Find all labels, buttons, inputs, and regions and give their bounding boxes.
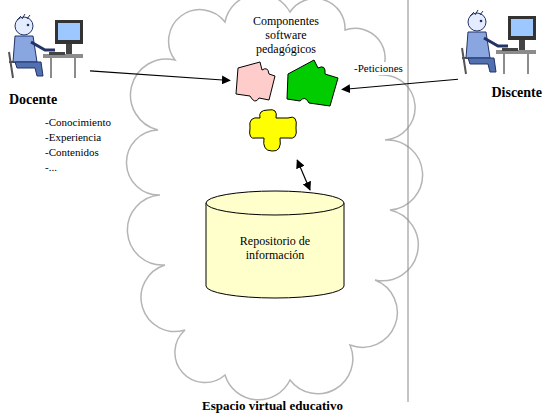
repository-cylinder: Repositorio de información xyxy=(205,190,345,300)
node-label: Docente xyxy=(5,92,61,110)
connector-arrow xyxy=(342,79,458,89)
list-item: -Conocimiento xyxy=(45,116,111,129)
drawing-part xyxy=(468,58,496,72)
person-at-computer xyxy=(5,12,85,82)
drawing-part xyxy=(55,20,83,44)
divider-line xyxy=(408,0,409,402)
drawing-part xyxy=(13,36,37,62)
student-figure: Discente xyxy=(458,8,546,103)
caption: Espacio virtual educativo xyxy=(150,398,395,414)
drawing-part xyxy=(58,23,80,40)
drawing-part xyxy=(236,62,275,101)
list-item: -Experiencia xyxy=(45,131,101,144)
drawing-part xyxy=(511,19,533,36)
drawing-part xyxy=(466,32,490,58)
drawing-part xyxy=(51,58,75,78)
drawing-part xyxy=(15,62,43,76)
drawing-part xyxy=(31,42,55,50)
drawing-part xyxy=(206,203,344,298)
drawing-part xyxy=(484,38,508,46)
drawing-part xyxy=(66,44,72,54)
node-label: Componentes software pedagógicos xyxy=(238,14,334,56)
person-at-computer xyxy=(458,8,538,78)
drawing-part xyxy=(17,14,30,20)
drawing-part xyxy=(470,10,483,16)
drawing-part xyxy=(508,16,536,40)
drawing-part xyxy=(519,40,525,50)
drawing-part xyxy=(504,54,528,74)
drawing-part xyxy=(250,110,297,151)
drawing-part xyxy=(480,20,483,23)
cloud-outline xyxy=(126,0,422,400)
teacher-figure: Docente xyxy=(5,12,90,110)
drawing-part xyxy=(206,191,344,215)
drawing-part xyxy=(27,24,30,27)
drawing-part xyxy=(287,60,338,106)
drawing-part xyxy=(49,52,65,55)
node-label: Discente xyxy=(487,85,546,103)
edge-label: -Peticiones xyxy=(352,62,405,75)
connector-arrow xyxy=(297,160,310,190)
node-label: Repositorio de información xyxy=(225,234,325,262)
connector-arrow xyxy=(90,71,230,81)
components-group: Componentes software pedagógicos xyxy=(230,10,342,160)
list-item: -... xyxy=(45,161,57,174)
drawing-part xyxy=(502,48,518,51)
list-item: -Contenidos xyxy=(45,146,99,159)
